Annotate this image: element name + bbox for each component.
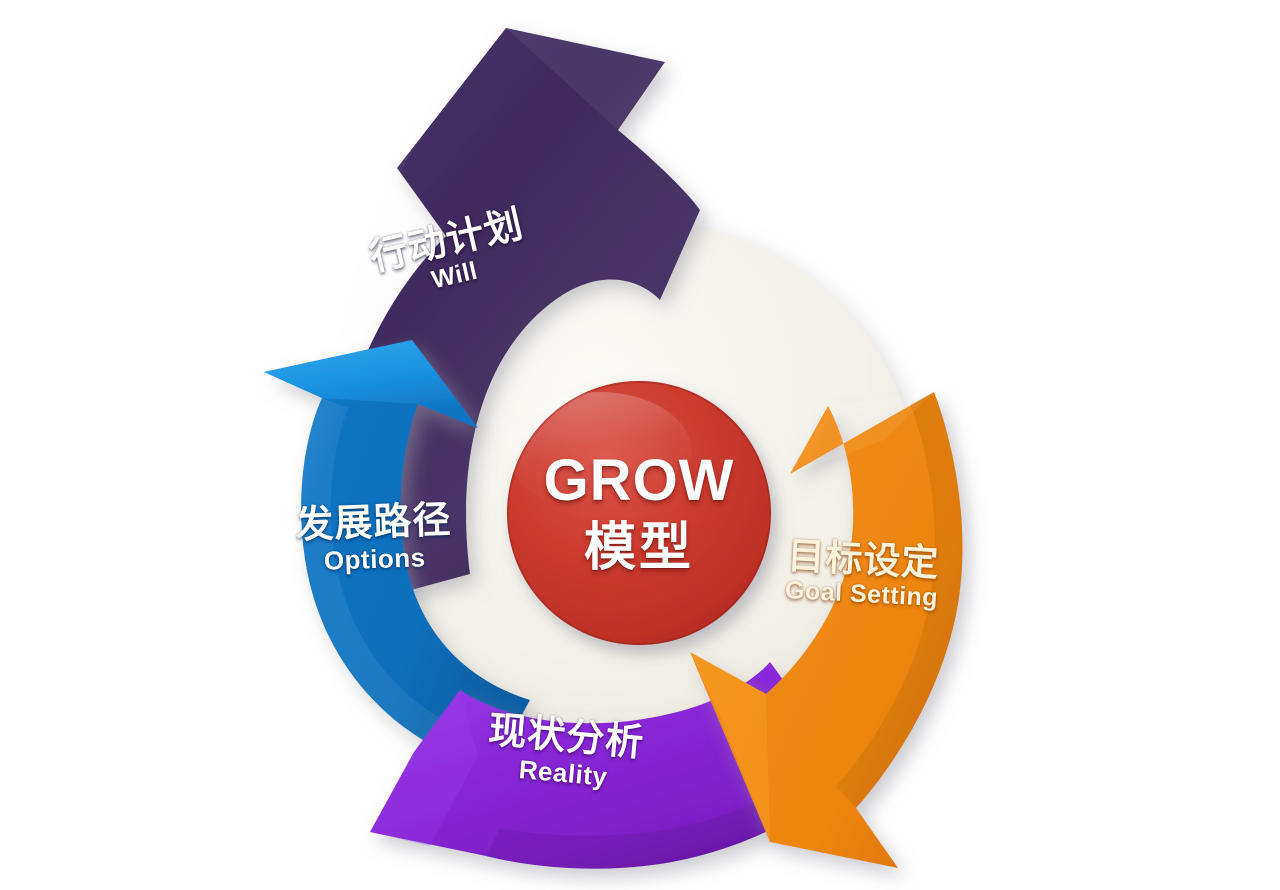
center-hub[interactable]: [507, 381, 771, 645]
segment-label-options[interactable]: 发展路径 Options: [294, 499, 453, 576]
segment-arrow-options[interactable]: [264, 340, 530, 770]
segment-label-reality[interactable]: 现状分析 Reality: [484, 709, 646, 793]
segment-label-goal[interactable]: 目标设定 Goal Setting: [784, 535, 941, 612]
segment-label-options-en: Options: [323, 541, 427, 576]
segment-arrow-will[interactable]: [327, 28, 700, 612]
segment-label-options-cn: 发展路径: [294, 499, 453, 547]
segment-label-goal-cn: 目标设定: [786, 535, 941, 584]
segment-arrow-goal[interactable]: [690, 392, 963, 868]
